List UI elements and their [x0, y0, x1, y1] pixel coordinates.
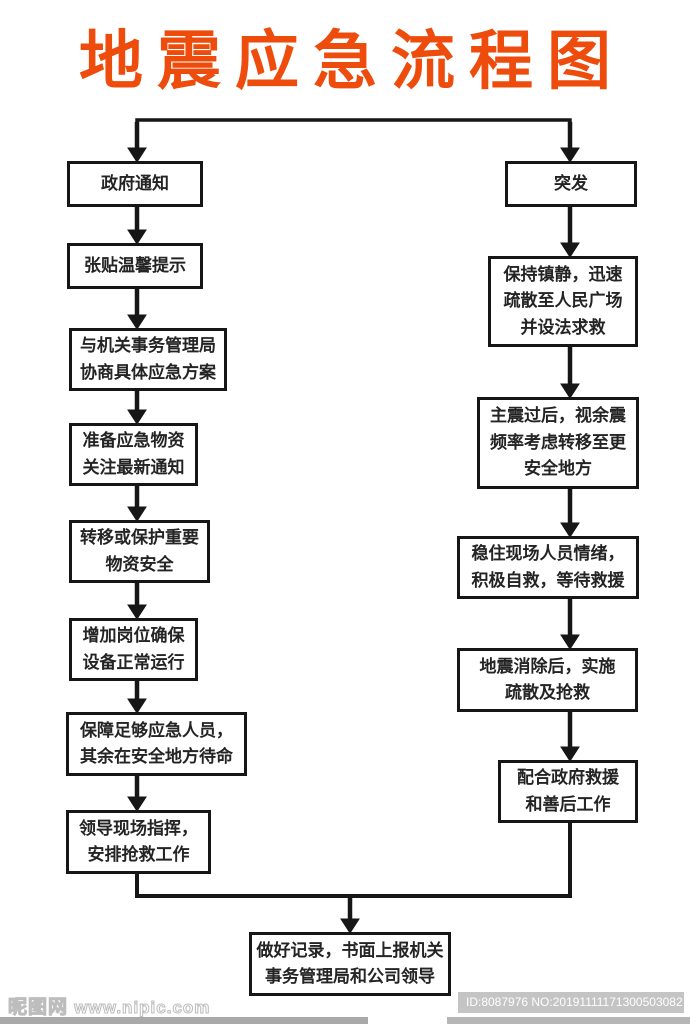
flow-node-final-report: 做好记录，书面上报机关 事务管理局和公司领导: [249, 932, 451, 996]
flow-node-lead-rescue: 领导现场指挥， 安排抢救工作: [66, 810, 211, 874]
image-id-bar: ID:8087976 NO:20191111171300503082: [458, 992, 684, 1013]
flow-node-label: 突发: [554, 173, 588, 193]
flow-node-label: 主震过后，视余震 频率考虑转移至更 安全地方: [490, 406, 626, 479]
flow-node-ensure-personnel: 保障足够应急人员， 其余在安全地方待命: [66, 712, 247, 776]
flow-node-label: 领导现场指挥， 安排抢救工作: [79, 818, 198, 864]
bottom-gray-bar-left: [0, 1017, 368, 1024]
flow-node-label: 地震消除后，实施 疏散及抢救: [479, 656, 616, 702]
flow-node-label: 保障足够应急人员， 其余在安全地方待命: [80, 720, 233, 766]
watermark-logo: 昵图网 www.nipic.com: [7, 992, 211, 1019]
flow-node-label: 与机关事务管理局 协商具体应急方案: [80, 336, 216, 382]
flow-node-label: 保持镇静，迅速 疏散至人民广场 并设法求救: [503, 264, 623, 337]
flow-node-after-mainshock: 主震过后，视余震 频率考虑转移至更 安全地方: [477, 397, 639, 489]
flow-node-after-quake-rescue: 地震消除后，实施 疏散及抢救: [457, 648, 638, 712]
flow-node-label: 政府通知: [101, 173, 169, 193]
flow-node-add-posts: 增加岗位确保 设备正常运行: [69, 618, 198, 681]
flow-node-cooperate-government: 配合政府救援 和善后工作: [498, 760, 638, 823]
flow-node-label: 转移或保护重要 物资安全: [80, 528, 199, 574]
flow-node-stabilize-emotions: 稳住现场人员情绪， 积极自救，等待救援: [457, 536, 639, 599]
page-title: 地震应急流程图: [79, 25, 625, 99]
flow-node-label: 增加岗位确保 设备正常运行: [82, 626, 185, 672]
flow-node-label: 稳住现场人员情绪， 积极自救，等待救援: [471, 544, 625, 590]
flow-arrows: [127, 122, 580, 934]
flow-node-label: 张贴温馨提示: [84, 255, 186, 275]
bottom-gray-bar-right: [447, 1017, 690, 1024]
flow-node-label: 准备应急物资 关注最新通知: [82, 431, 185, 477]
top-bracket-line: [135, 118, 572, 150]
flow-node-government-notice: 政府通知: [67, 161, 203, 207]
merge-line: [135, 820, 572, 898]
flow-node-prepare-supplies: 准备应急物资 关注最新通知: [69, 423, 198, 486]
flow-node-label: 配合政府救援 和善后工作: [517, 768, 619, 814]
watermark-site-name: 昵图网: [7, 997, 69, 1019]
flow-node-sudden: 突发: [505, 161, 637, 207]
flow-node-stay-calm-evacuate: 保持镇静，迅速 疏散至人民广场 并设法求救: [488, 256, 638, 347]
flow-node-label: 做好记录，书面上报机关 事务管理局和公司领导: [256, 940, 444, 986]
flow-node-post-tips: 张贴温馨提示: [67, 243, 203, 289]
flow-node-protect-materials: 转移或保护重要 物资安全: [69, 520, 210, 583]
flow-node-negotiate-plan: 与机关事务管理局 协商具体应急方案: [69, 328, 227, 391]
watermark-site-url: www.nipic.com: [74, 998, 211, 1018]
